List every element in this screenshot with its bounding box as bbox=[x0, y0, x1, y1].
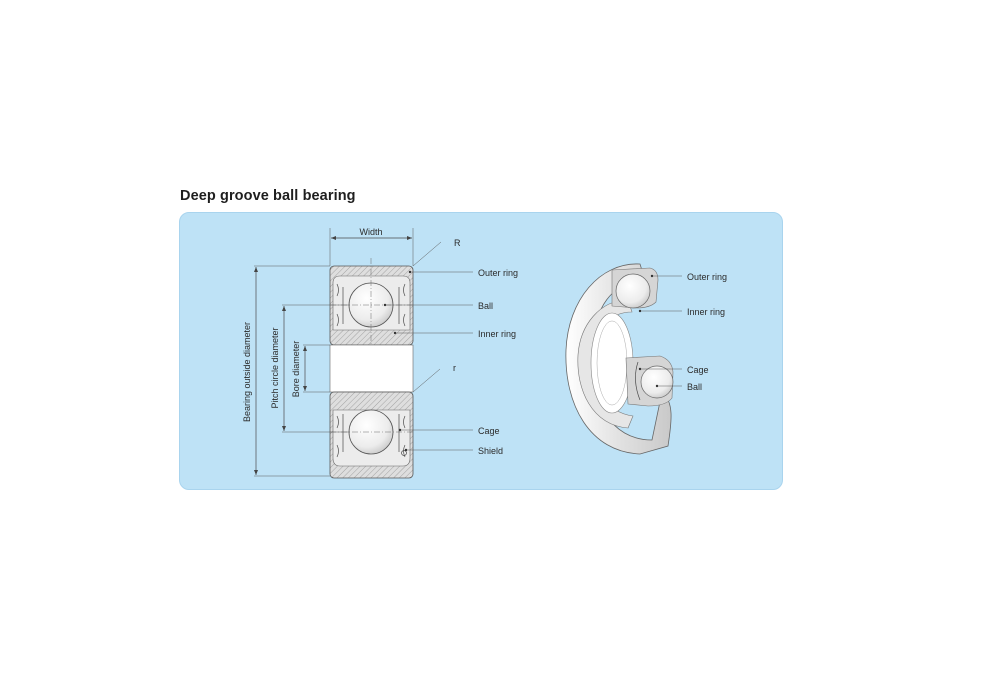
bearing-outside-diameter-label: Bearing outside diameter bbox=[242, 322, 252, 422]
ball-label: Ball bbox=[478, 301, 493, 311]
perspective-cage-label: Cage bbox=[687, 365, 709, 375]
corner-r-label: r bbox=[453, 363, 456, 373]
lower-section bbox=[329, 391, 414, 479]
perspective-view: Outer ring Inner ring Cage Ball bbox=[565, 263, 727, 455]
pitch-circle-diameter-label: Pitch circle diameter bbox=[270, 327, 280, 408]
diagram-title: Deep groove ball bearing bbox=[180, 188, 356, 204]
cross-section-view: Width R r Outer ring Ball Inner ring Cag… bbox=[242, 227, 518, 479]
perspective-ball-label: Ball bbox=[687, 382, 702, 392]
width-label: Width bbox=[359, 227, 382, 237]
shield-label: Shield bbox=[478, 446, 503, 456]
perspective-inner-ring-label: Inner ring bbox=[687, 307, 725, 317]
diagram-panel bbox=[179, 212, 783, 490]
perspective-outer-ring-label: Outer ring bbox=[687, 272, 727, 282]
corner-R-label: R bbox=[454, 238, 461, 248]
bore-diameter-label: Bore diameter bbox=[291, 341, 301, 398]
inner-ring-label: Inner ring bbox=[478, 329, 516, 339]
perspective-ball-lower bbox=[640, 365, 674, 399]
perspective-ball-upper bbox=[615, 273, 651, 309]
outer-ring-label: Outer ring bbox=[478, 268, 518, 278]
upper-section bbox=[329, 258, 414, 346]
cage-label: Cage bbox=[478, 426, 500, 436]
